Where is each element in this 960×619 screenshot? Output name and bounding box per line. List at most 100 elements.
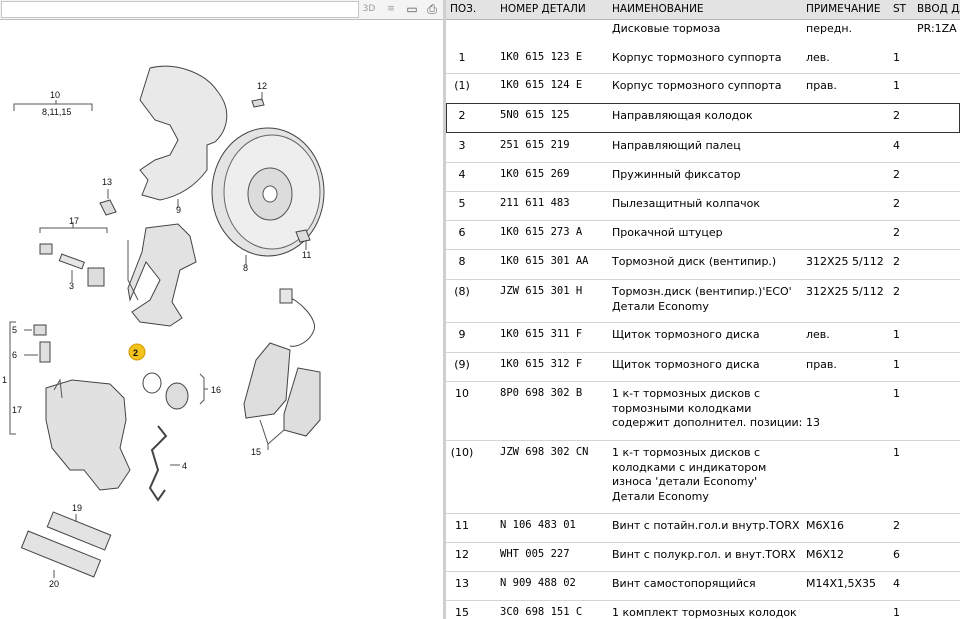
label-3: 3 — [69, 281, 74, 291]
row-position: (10) — [450, 446, 474, 459]
row-position: 12 — [455, 548, 469, 561]
col-pos-header[interactable]: ПОЗ. — [450, 3, 477, 15]
parts-table: ПОЗ. НОМЕР ДЕТАЛИ НАИМЕНОВАНИЕ ПРИМЕЧАНИ… — [446, 0, 960, 619]
row-position: 1 — [458, 51, 466, 64]
grease-tube-19-shape — [46, 511, 112, 551]
label-17: 17 — [12, 405, 22, 415]
row-note: лев. — [806, 328, 830, 341]
splash-shield-shape — [139, 65, 228, 201]
row-note: M14X1,5X35 — [806, 577, 877, 590]
grease-tube-20-shape — [20, 530, 102, 578]
row-part-number: JZW 615 301 H — [500, 285, 583, 297]
col-part-header[interactable]: НОМЕР ДЕТАЛИ — [500, 3, 586, 15]
row-part-number: 1K0 615 273 A — [500, 226, 583, 238]
col-note-header[interactable]: ПРИМЕЧАНИЕ — [806, 3, 881, 15]
col-input-header[interactable]: ВВОД ДА — [917, 3, 960, 15]
row-part-number: WHT 005 227 — [500, 548, 570, 560]
row-note: 13 — [806, 416, 820, 429]
row-position: (9) — [454, 358, 470, 371]
row-part-number: 1K0 615 269 — [500, 168, 570, 180]
label-20: 20 — [49, 579, 59, 589]
row-name: Корпус тормозного суппорта — [612, 51, 782, 64]
group-note: передн. — [806, 22, 853, 35]
pane-splitter[interactable] — [443, 0, 446, 619]
row-qty: 1 — [893, 387, 900, 400]
bolt-13-shape — [99, 199, 117, 216]
row-note: прав. — [806, 79, 837, 92]
view-3d-button[interactable]: 3D — [362, 4, 376, 14]
list-view-icon[interactable]: ≡ — [387, 4, 395, 14]
row-part-number: N 106 483 01 — [500, 519, 576, 531]
print-icon[interactable]: ⎙ — [427, 1, 437, 16]
col-name-header[interactable]: НАИМЕНОВАНИЕ — [612, 3, 704, 15]
group-name: Дисковые тормоза — [612, 22, 721, 35]
row-position: (8) — [454, 285, 470, 298]
row-part-number: 3C0 698 151 C — [500, 606, 583, 618]
label-13: 13 — [102, 177, 112, 187]
col-qty-header[interactable]: ST — [893, 3, 907, 15]
row-position: 2 — [458, 109, 466, 122]
label-17-top: 17 — [69, 216, 79, 226]
label-11: 11 — [302, 250, 311, 260]
row-name: Пылезащитный колпачок — [612, 197, 760, 210]
row-part-number: 1K0 615 301 AA — [500, 255, 589, 267]
row-qty: 2 — [893, 519, 900, 532]
row-note: лев. — [806, 51, 830, 64]
row-qty: 4 — [893, 139, 900, 152]
row-name: Пружинный фиксатор — [612, 168, 741, 181]
group-input: PR:1ZA — [917, 22, 957, 35]
row-name: Щиток тормозного диска — [612, 358, 760, 371]
table-row[interactable]: 12 WHT 005 227 Винт с полукр.гол. и внут.T… — [446, 542, 960, 572]
bolt-12-shape — [251, 98, 265, 108]
row-name: Винт с полукр.гол. и внут.TORX — [612, 548, 796, 561]
bolt-11-shape — [295, 229, 311, 243]
row-position: 8 — [458, 255, 466, 268]
window-icon[interactable]: ▭ — [406, 2, 418, 16]
row-qty: 2 — [893, 285, 900, 298]
label-9: 9 — [176, 205, 181, 215]
diagram-toolbar: 3D ≡ ▭ ⎙ — [0, 0, 443, 20]
diagram-search-field[interactable] — [1, 1, 359, 18]
row-note: M6X12 — [806, 548, 845, 561]
exploded-parts-diagram: 10 8,11,15 12 13 9 17 3 8 11 2 5 6 1 16 … — [2, 65, 325, 589]
row-qty: 2 — [893, 226, 900, 239]
callout-2-circle — [128, 343, 146, 361]
row-part-number: 211 611 483 — [500, 197, 570, 209]
brake-pad-shape — [243, 342, 291, 419]
row-position: 15 — [455, 606, 469, 619]
row-note: 312X25 5/112 — [806, 255, 884, 268]
label-8: 8 — [243, 263, 248, 273]
row-part-number: 1K0 615 312 F — [500, 358, 583, 370]
row-qty: 2 — [893, 197, 900, 210]
row-part-number: 1K0 615 124 E — [500, 79, 583, 91]
callout-2: 2 — [133, 348, 138, 358]
bleed-screw-shape — [39, 341, 51, 363]
label-12: 12 — [257, 81, 267, 91]
row-position: 9 — [458, 328, 466, 341]
row-name: 1 к-т тормозных дисков с колодками с инд… — [612, 446, 767, 503]
row-qty: 1 — [893, 328, 900, 341]
row-qty: 6 — [893, 548, 900, 561]
row-name: Направляющая колодок — [612, 109, 753, 122]
diagram-pane: 3D ≡ ▭ ⎙ — [0, 0, 443, 619]
row-part-number: 251 615 219 — [500, 139, 570, 151]
caliper-carrier-shape — [127, 223, 197, 327]
row-qty: 2 — [893, 109, 900, 122]
caliper-housing-shape — [45, 379, 131, 491]
